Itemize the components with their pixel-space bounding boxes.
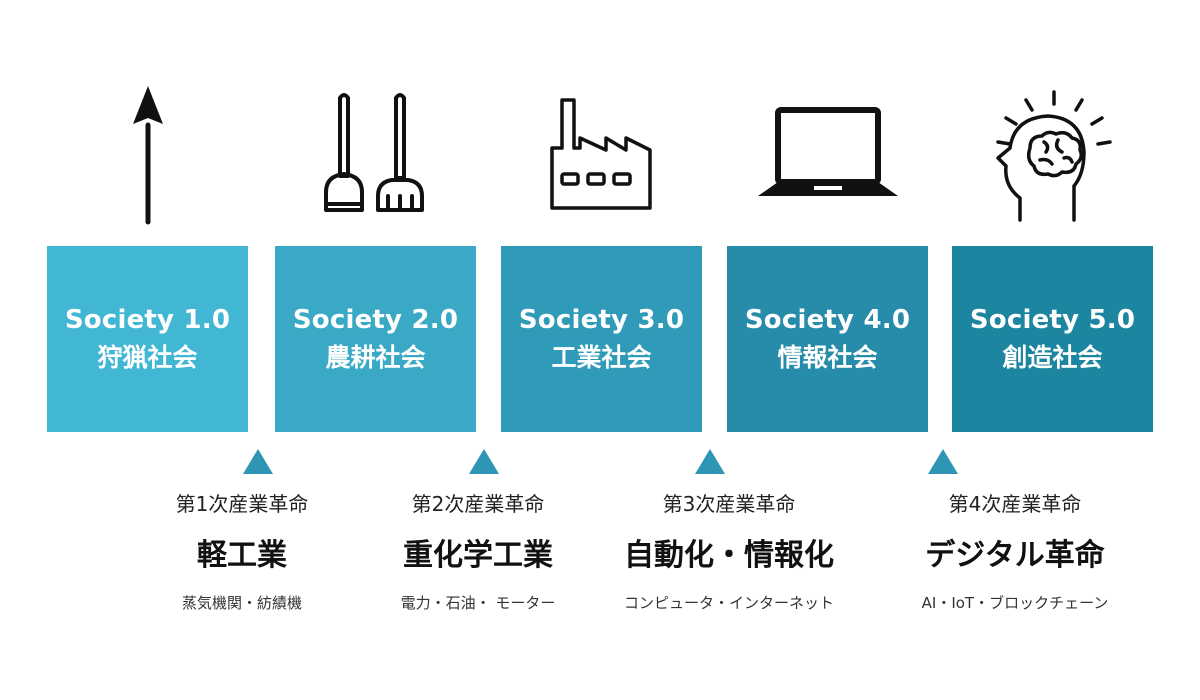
revolution-detail: コンピュータ・インターネット	[623, 594, 834, 612]
triangle-marker-2	[469, 449, 499, 474]
society-box-2: Society 2.0 農耕社会	[275, 246, 476, 432]
laptop-icon	[748, 70, 908, 230]
society-name: 情報社会	[777, 343, 878, 372]
society-box-1: Society 1.0 狩猟社会	[47, 246, 248, 432]
triangle-marker-1	[243, 449, 273, 474]
ai-brain-icon	[974, 70, 1134, 230]
society-title: Society 4.0	[744, 305, 911, 335]
society-name: 狩猟社会	[97, 343, 198, 372]
factory-icon	[522, 70, 682, 230]
society-name: 創造社会	[1002, 343, 1103, 372]
farming-tools-icon	[296, 70, 456, 230]
spear-icon	[68, 70, 228, 230]
society-box-5: Society 5.0 創造社会	[952, 246, 1153, 432]
society-box-3: Society 3.0 工業社会	[501, 246, 702, 432]
revolution-label: 第4次産業革命	[948, 492, 1082, 516]
triangle-marker-3	[695, 449, 725, 474]
revolution-label: 第2次産業革命	[411, 492, 545, 516]
society-name: 工業社会	[551, 343, 652, 372]
revolution-detail: AI・IoT・ブロックチェーン	[921, 594, 1109, 612]
revolution-detail: 蒸気機関・紡績機	[181, 594, 302, 612]
society-box-4: Society 4.0 情報社会	[727, 246, 928, 432]
society-title: Society 2.0	[292, 305, 459, 335]
revolution-label: 第1次産業革命	[175, 492, 309, 516]
society-title: Society 3.0	[518, 305, 685, 335]
revolution-label: 第3次産業革命	[662, 492, 796, 516]
society-title: Society 5.0	[969, 305, 1136, 335]
revolution-title: 自動化・情報化	[624, 538, 834, 573]
revolution-title: 軽工業	[197, 538, 287, 573]
revolution-title: 重化学工業	[403, 538, 553, 573]
society-title: Society 1.0	[64, 305, 231, 335]
triangle-marker-4	[928, 449, 958, 474]
society-name: 農耕社会	[325, 343, 426, 372]
revolution-detail: 電力・石油・ モーター	[400, 594, 556, 612]
revolution-title: デジタル革命	[925, 538, 1105, 573]
